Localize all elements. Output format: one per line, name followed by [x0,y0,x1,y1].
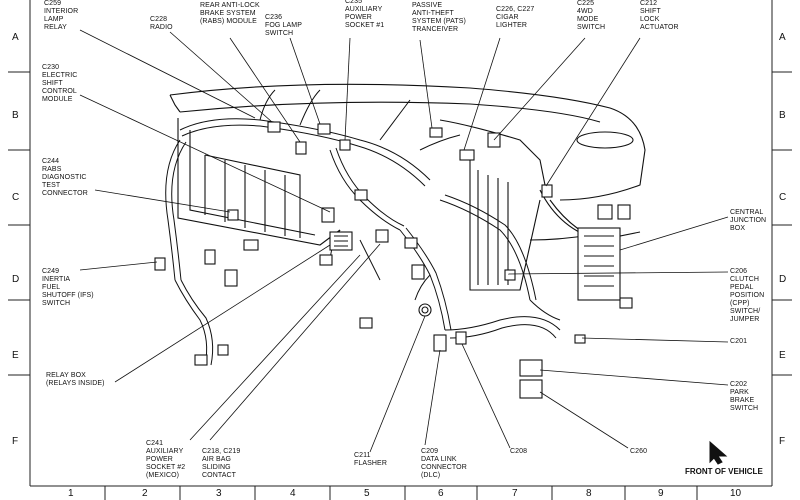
column-label-3: 3 [216,488,222,499]
row-label-b-left: B [12,110,19,121]
callout-c249-inertia-fuel-shutoff-switch: C249 INERTIA FUEL SHUTOFF (IFS) SWITCH [42,268,94,307]
row-label-e-left: E [12,350,19,361]
callout-c201: C201 [730,338,748,345]
front-of-vehicle-label: FRONT OF VEHICLE [685,467,763,476]
callout-c211-flasher: C211 FLASHER [354,452,387,467]
central-junction-box-shape [577,227,621,301]
callout-relay-box: RELAY BOX (RELAYS INSIDE) [46,372,105,387]
callout-c230-electric-shift-control-module: C230 ELECTRIC SHIFT CONTROL MODULE [42,64,78,103]
instrument-panel-outline [169,83,646,291]
leader-lines [79,29,729,453]
row-label-b-right: B [779,110,786,121]
front-of-vehicle-arrow-icon [709,440,728,465]
column-label-4: 4 [290,488,296,499]
row-label-a-right: A [779,32,786,43]
diagram-frame [8,0,792,500]
callout-central-junction-box: CENTRAL JUNCTION BOX [730,209,767,232]
column-label-10: 10 [730,488,742,499]
callout-c208: C208 [510,448,528,455]
row-label-e-right: E [779,350,786,361]
column-label-2: 2 [142,488,148,499]
row-label-d-right: D [779,274,787,285]
callout-c259-interior-lamp-relay: C259 INTERIOR LAMP RELAY [44,0,79,31]
callout-c202-park-brake-switch: C202 PARK BRAKE SWITCH [730,381,759,412]
column-label-9: 9 [658,488,664,499]
relay-box-shape [329,231,353,251]
row-label-c-right: C [779,192,787,203]
column-label-5: 5 [364,488,370,499]
callout-c260: C260 [630,448,648,455]
callout-c218-air-bag-sliding-contact: C218, C219 AIR BAG SLIDING CONTACT [202,448,241,479]
column-label-8: 8 [586,488,592,499]
callout-c235-auxiliary-power-socket-1: C235 AUXILIARY POWER SOCKET #1 [345,0,385,29]
callout-c226-cigar-lighter: C226, C227 CIGAR LIGHTER [496,6,535,29]
column-label-7: 7 [512,488,518,499]
column-label-6: 6 [438,488,444,499]
callout-c225-4wd-mode-switch: C225 4WD MODE SWITCH [577,0,606,31]
callout-c209-data-link-connector: C209 DATA LINK CONNECTOR (DLC) [421,448,467,479]
callout-c236-fog-lamp-switch: C236 FOG LAMP SWITCH [265,14,302,37]
callout-c223-pats-transceiver: C223 PASSIVE ANTI-THEFT SYSTEM (PATS) TR… [412,0,466,33]
column-label-1: 1 [68,488,74,499]
row-label-d-left: D [12,274,20,285]
callout-c239-rabs-module: C239 REAR ANTI-LOCK BRAKE SYSTEM (RABS) … [200,0,260,25]
row-label-f-right: F [779,436,786,447]
connectors [154,121,633,399]
callout-c241-auxiliary-power-socket-2: C241 AUXILIARY POWER SOCKET #2 (MEXICO) [146,440,186,479]
callout-c228-radio: C228 RADIO [150,16,173,31]
row-label-f-left: F [12,436,19,447]
row-label-a-left: A [12,32,19,43]
callout-c212-shift-lock-actuator: C212 SHIFT LOCK ACTUATOR [640,0,679,31]
callout-c206-clutch-pedal-position-switch: C206 CLUTCH PEDAL POSITION (CPP) SWITCH/… [730,268,765,323]
row-label-c-left: C [12,192,20,203]
callout-c244-rabs-diagnostic-test-connector: C244 RABS DIAGNOSTIC TEST CONNECTOR [42,158,88,197]
